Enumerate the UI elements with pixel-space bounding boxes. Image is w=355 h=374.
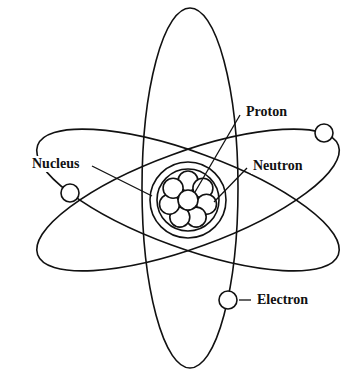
electron-orbit xyxy=(21,100,355,300)
part-label: Electron xyxy=(255,292,310,308)
leader-line xyxy=(195,115,240,192)
leader-line xyxy=(214,168,247,202)
electron xyxy=(315,124,333,142)
electron xyxy=(219,291,237,309)
electron-orbit xyxy=(142,8,238,368)
electron xyxy=(61,184,79,202)
part-label: Proton xyxy=(244,104,289,120)
nucleus-outer xyxy=(150,162,226,238)
proton xyxy=(178,190,198,210)
leader-line xyxy=(92,166,152,196)
electron-orbit xyxy=(21,100,355,300)
part-label: Neutron xyxy=(251,158,305,174)
leader-line xyxy=(239,299,251,300)
part-label: Nucleus xyxy=(30,156,81,172)
nucleus-inner xyxy=(157,169,219,231)
